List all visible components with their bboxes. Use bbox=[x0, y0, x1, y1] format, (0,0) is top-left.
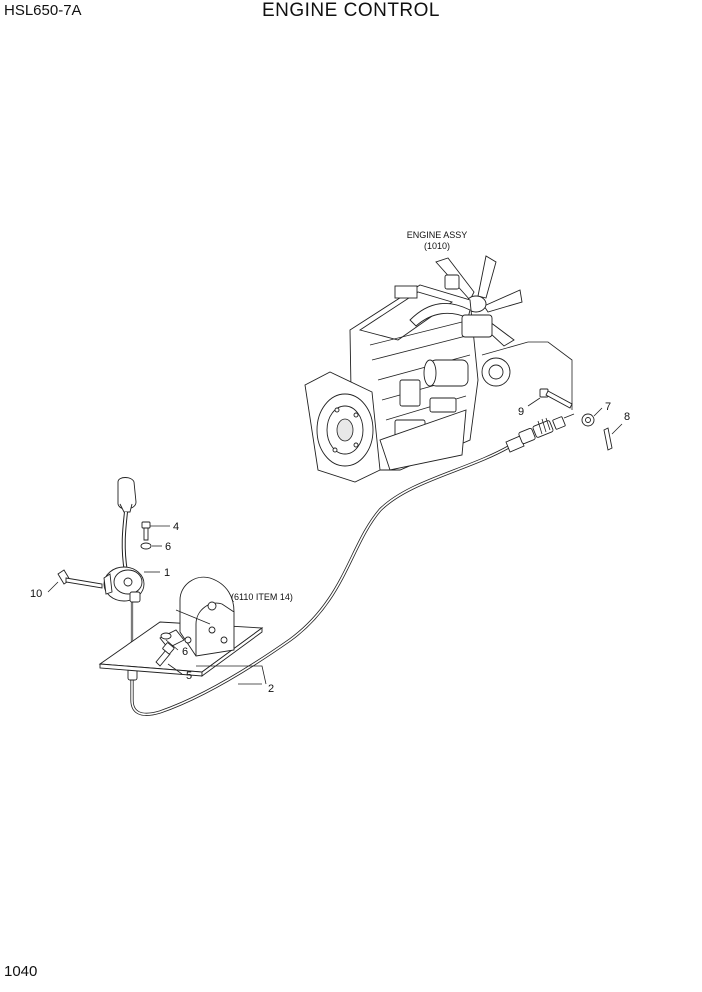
bolt-9 bbox=[539, 388, 573, 409]
model-code: HSL650-7A bbox=[4, 2, 82, 19]
bolt-4 bbox=[141, 521, 151, 541]
washer-7 bbox=[581, 413, 595, 427]
callout-8: 8 bbox=[624, 411, 630, 423]
throttle-lever bbox=[103, 477, 145, 603]
page-number: 1040 bbox=[4, 963, 38, 980]
engine-assy-label: ENGINE ASSY bbox=[407, 230, 468, 240]
bracket-reference-note: (6110 ITEM 14) bbox=[231, 592, 293, 602]
callout-6-lower: 6 bbox=[182, 646, 188, 658]
callout-9: 9 bbox=[518, 406, 524, 418]
engine-assy-ref: (1010) bbox=[424, 241, 450, 251]
callout-6-upper: 6 bbox=[165, 541, 171, 553]
mounting-plate bbox=[98, 576, 264, 677]
callout-10: 10 bbox=[30, 588, 42, 600]
page-title: ENGINE CONTROL bbox=[261, 0, 441, 21]
callout-5: 5 bbox=[186, 670, 192, 682]
callout-7: 7 bbox=[605, 401, 611, 413]
bolt-5 bbox=[155, 642, 175, 667]
callout-1: 1 bbox=[164, 567, 170, 579]
callout-2: 2 bbox=[268, 683, 274, 695]
washer-6-upper bbox=[140, 542, 152, 550]
callout-4: 4 bbox=[173, 521, 179, 533]
engine-assembly bbox=[304, 255, 523, 483]
washer-6-lower bbox=[160, 632, 172, 640]
pin-8 bbox=[603, 427, 613, 451]
bolt-10 bbox=[57, 569, 103, 589]
leader-lines bbox=[47, 397, 623, 685]
